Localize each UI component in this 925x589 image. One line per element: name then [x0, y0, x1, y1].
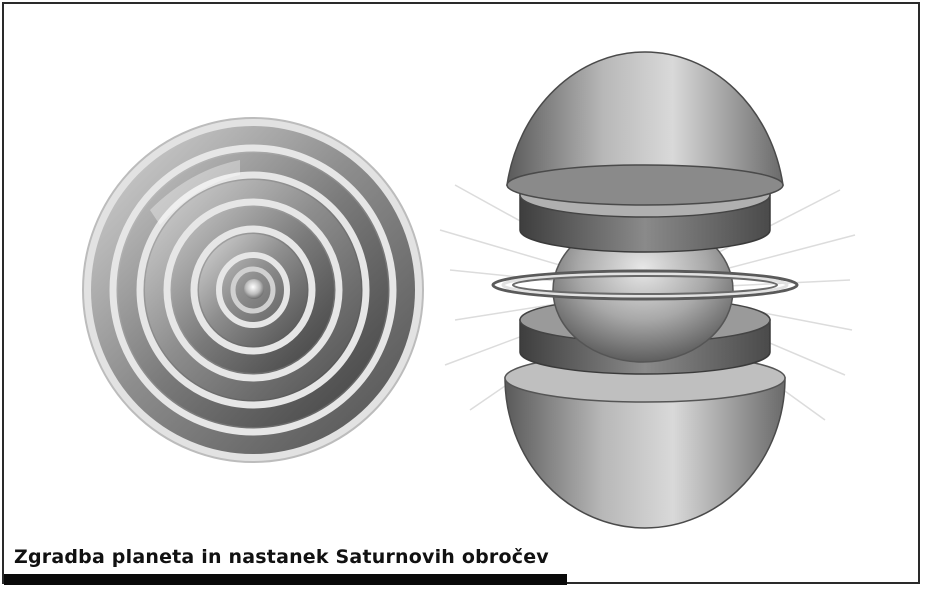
top-dome-rim — [507, 165, 783, 205]
figure-caption: Zgradba planeta in nastanek Saturnovih o… — [14, 546, 549, 568]
disk-core — [244, 279, 264, 299]
concentric-rings-disk — [83, 118, 423, 462]
caption-underline-bar — [4, 574, 567, 585]
exploded-sphere-with-rings — [440, 52, 855, 528]
